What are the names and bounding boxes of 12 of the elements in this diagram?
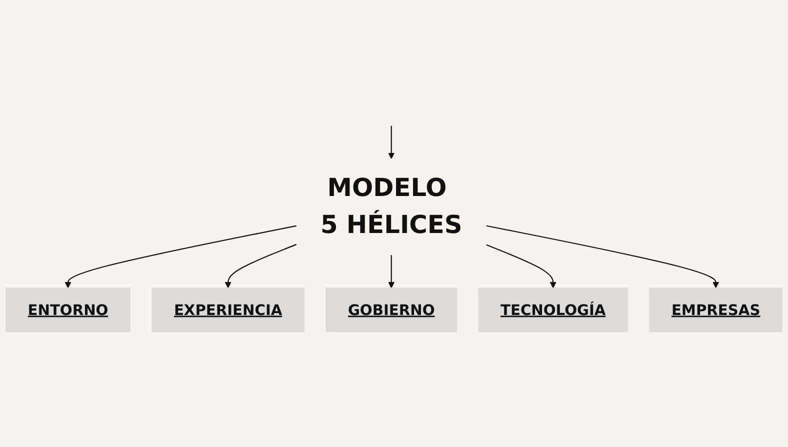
node-box: ENTORNO <box>5 288 130 332</box>
arrow <box>388 255 395 288</box>
node-box: EXPERIENCIA <box>152 288 304 332</box>
arrow <box>388 126 395 160</box>
arrow <box>486 225 720 288</box>
node-box: GOBIERNO <box>326 288 458 332</box>
node-box: TECNOLOGÍA <box>478 288 628 332</box>
node-box: EMPRESAS <box>649 288 783 332</box>
node-text: MODELO 5 HÉLICES <box>320 173 462 240</box>
arrow <box>64 226 297 288</box>
arrow <box>486 244 556 288</box>
arrow <box>224 244 297 288</box>
